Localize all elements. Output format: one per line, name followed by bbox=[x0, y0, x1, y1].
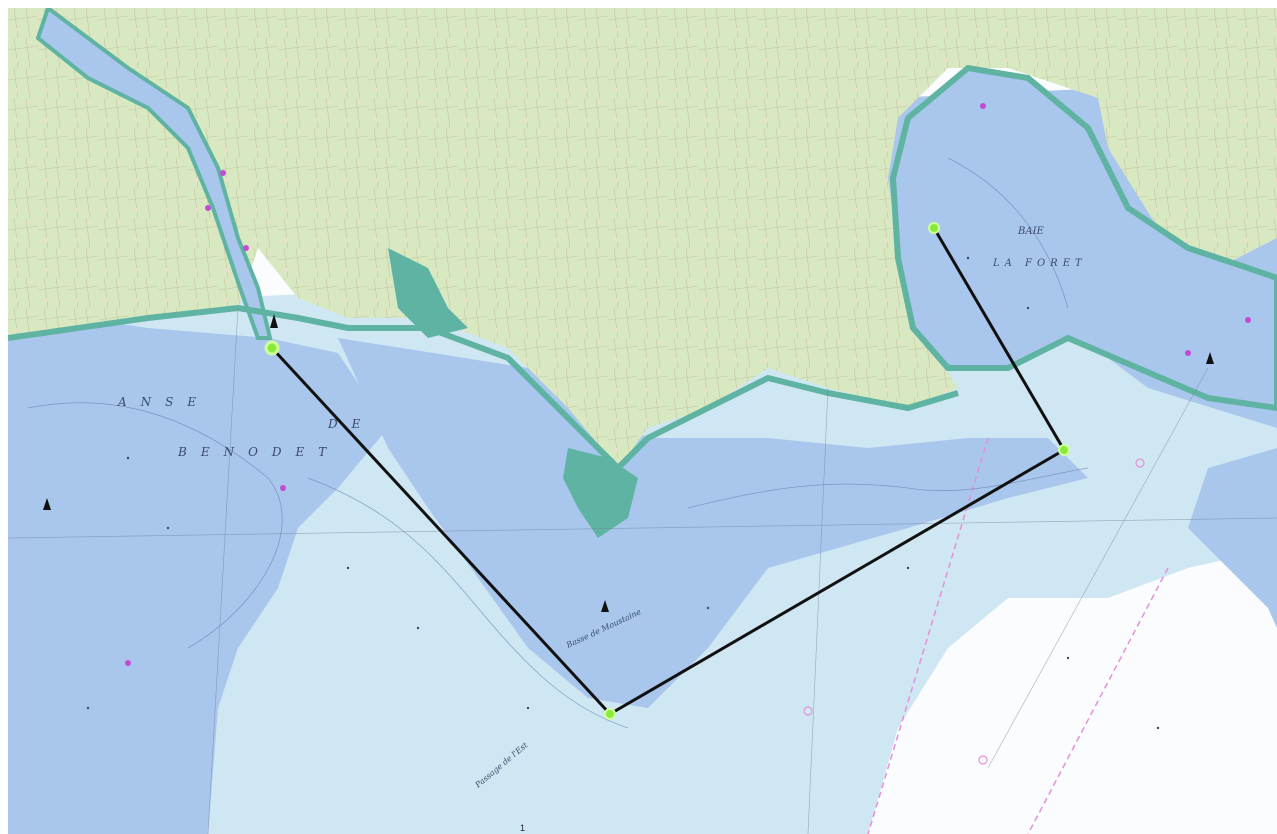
chart-grid bbox=[8, 307, 1277, 834]
traffic-line-1 bbox=[867, 437, 989, 834]
sea-shallow-mid bbox=[338, 338, 1088, 708]
land-mass bbox=[8, 8, 1277, 468]
label-anse: ANSE bbox=[117, 395, 210, 409]
waypoint-start[interactable] bbox=[264, 340, 280, 356]
river-odet bbox=[35, 8, 273, 340]
route-line[interactable] bbox=[270, 227, 1067, 716]
shoal-creek bbox=[388, 248, 468, 338]
shoal-coast bbox=[8, 304, 959, 473]
sea-shallow bbox=[8, 308, 388, 834]
waypoint-3[interactable] bbox=[1058, 444, 1070, 456]
waypoint-2[interactable] bbox=[604, 708, 616, 720]
label-baie: BAIE bbox=[1017, 226, 1045, 237]
depth-contours bbox=[27, 157, 1089, 729]
buoy-icon bbox=[125, 103, 1251, 666]
label-la-foret: LA FORET bbox=[992, 258, 1087, 269]
waypoint-markers[interactable] bbox=[264, 222, 1070, 720]
scale-mark: 1 bbox=[520, 823, 525, 833]
lighthouse-icon bbox=[43, 314, 1214, 612]
label-benodet: BENODET bbox=[177, 445, 340, 459]
soundings bbox=[86, 256, 1160, 730]
anchor-icon bbox=[803, 458, 1145, 765]
label-de: DE bbox=[327, 417, 374, 431]
nautical-chart-map[interactable]: ANSE DE BENODET BAIE LA FORET Basse de M… bbox=[8, 8, 1277, 834]
waypoint-end[interactable] bbox=[928, 222, 940, 234]
chart-canvas: ANSE DE BENODET BAIE LA FORET Basse de M… bbox=[8, 8, 1277, 834]
traffic-line-2 bbox=[1027, 567, 1169, 834]
